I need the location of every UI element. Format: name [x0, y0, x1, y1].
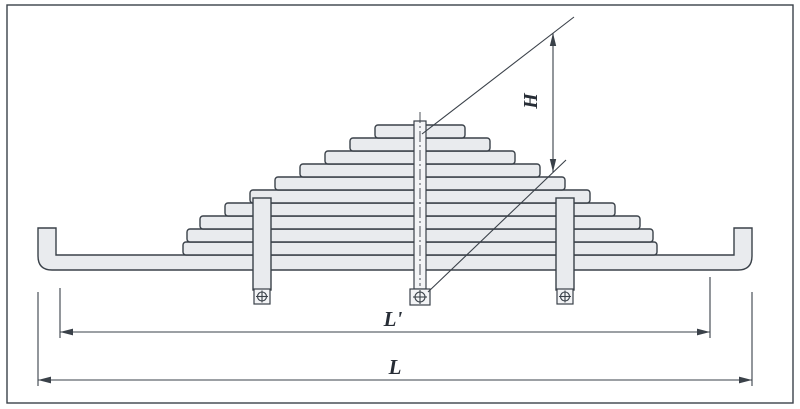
- l-arrow-left-icon: [38, 376, 51, 384]
- h-extension-lower: [427, 159, 567, 293]
- dimension-L: L: [37, 292, 753, 386]
- right-clamp: [555, 197, 575, 305]
- label-L: L: [388, 355, 402, 379]
- drawing-border: [6, 4, 794, 404]
- center-bolt: [409, 112, 431, 306]
- right-clamp-band: [555, 197, 575, 291]
- left-clamp-band: [252, 197, 272, 291]
- label-H: H: [520, 92, 542, 110]
- l-prime-arrow-left-icon: [60, 328, 73, 336]
- dimension-H: H: [421, 16, 575, 293]
- label-L-prime: L': [383, 307, 403, 331]
- h-extension-upper: [421, 16, 575, 135]
- l-prime-arrow-right-icon: [697, 328, 710, 336]
- h-arrow-down-icon: [549, 159, 557, 172]
- left-clamp: [252, 197, 272, 305]
- l-arrow-right-icon: [739, 376, 752, 384]
- dimension-L-prime: L': [59, 277, 711, 338]
- h-arrow-up-icon: [549, 33, 557, 46]
